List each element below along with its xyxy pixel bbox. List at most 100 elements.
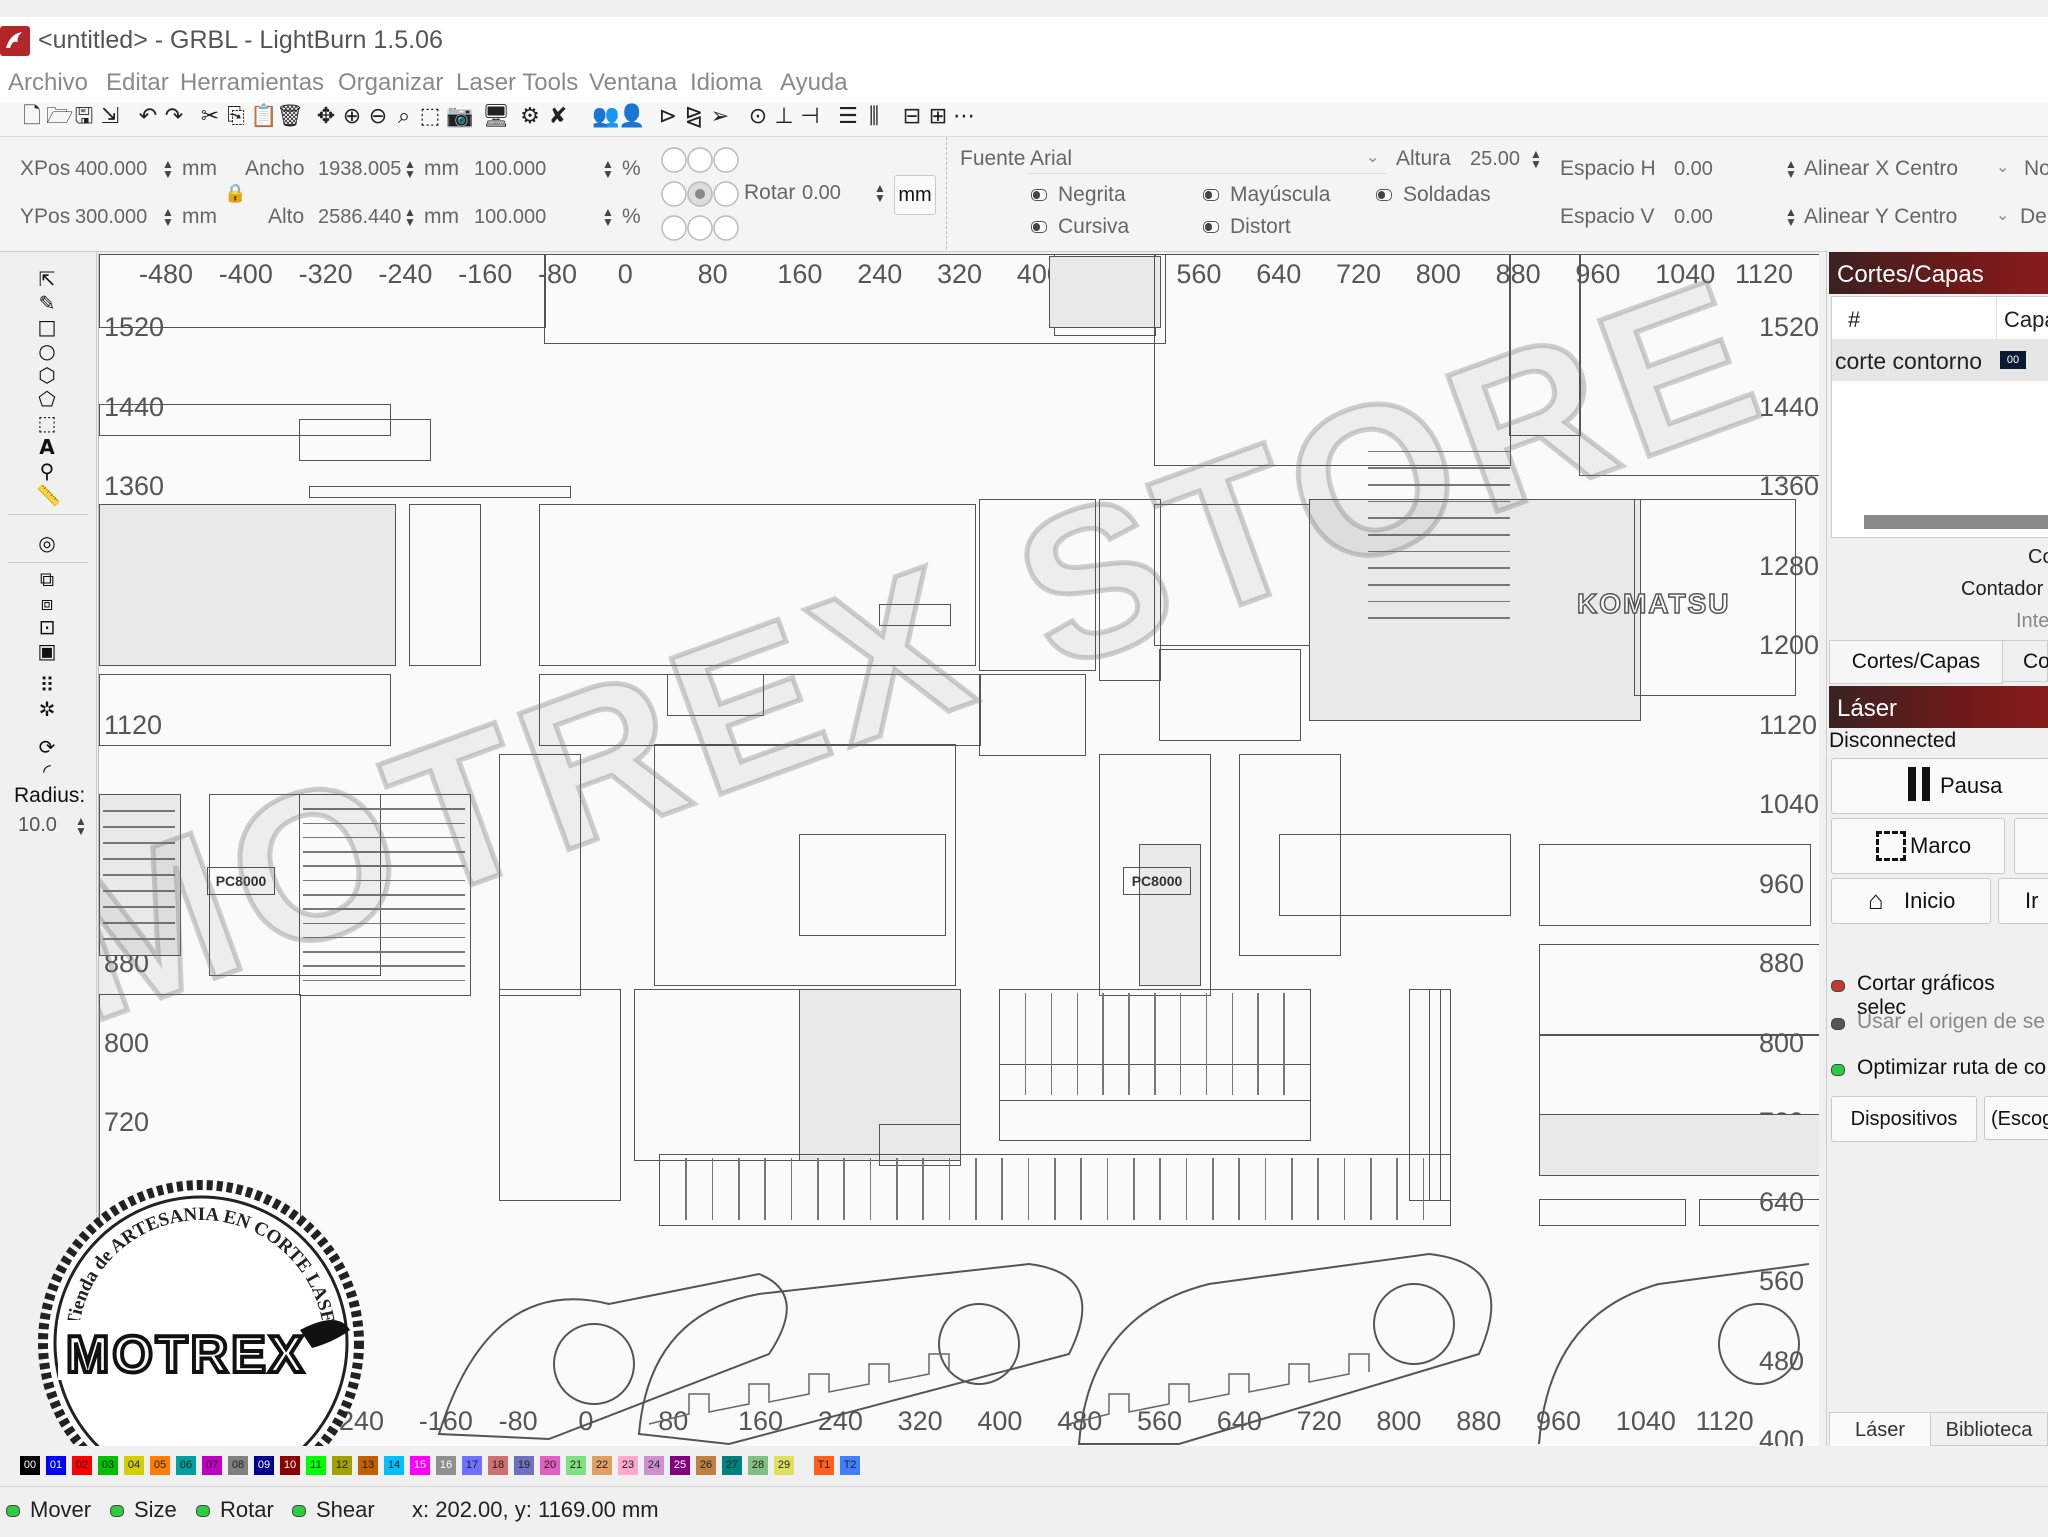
boolean-intersect-icon[interactable]: ⊡ bbox=[38, 615, 56, 639]
alto-field[interactable]: 2586.440 bbox=[318, 206, 402, 228]
rotar-spinner-icon[interactable]: ▲▼ bbox=[874, 181, 886, 205]
palette-swatch-16[interactable]: 16 bbox=[436, 1456, 456, 1475]
align-icon[interactable]: ⊥ bbox=[774, 104, 794, 129]
optimize-path-indicator[interactable] bbox=[1831, 1064, 1845, 1076]
measure-ruler-icon[interactable]: 📏 bbox=[36, 483, 61, 507]
palette-swatch-20[interactable]: 20 bbox=[540, 1456, 560, 1475]
palette-swatch-25[interactable]: 25 bbox=[670, 1456, 690, 1475]
design-canvas[interactable]: -480-400-320-240-160-8008016024032040048… bbox=[98, 254, 1819, 1446]
position-pin-icon[interactable]: ⚲ bbox=[39, 459, 55, 483]
flip-horizontal-icon[interactable]: ⊳ bbox=[658, 104, 678, 129]
palette-swatch-02[interactable]: 02 bbox=[72, 1456, 92, 1475]
copy-icon[interactable]: ⎘ bbox=[227, 104, 245, 129]
palette-swatch-28[interactable]: 28 bbox=[748, 1456, 768, 1475]
rotar-mode[interactable]: Rotar bbox=[220, 1497, 274, 1522]
distribute-icon[interactable]: ☰ bbox=[838, 104, 858, 129]
user-icon[interactable]: 👤 bbox=[618, 104, 646, 129]
palette-swatch-12[interactable]: 12 bbox=[332, 1456, 352, 1475]
ancho-spinner-icon[interactable]: ▲▼ bbox=[404, 157, 416, 181]
settings-gear-icon[interactable]: ⚙ bbox=[520, 104, 540, 129]
anchor-grid[interactable] bbox=[660, 143, 740, 245]
col-capa-header[interactable]: Capa bbox=[2004, 307, 2048, 332]
horizontal-scrollbar[interactable] bbox=[1864, 515, 2048, 529]
menu-ayuda[interactable]: Ayuda bbox=[780, 69, 848, 96]
align-x-select[interactable]: Alinear X Centro ⌄ bbox=[1802, 153, 2009, 183]
delete-icon[interactable]: 🗑 bbox=[276, 104, 304, 129]
extra-button[interactable] bbox=[2014, 818, 2048, 874]
home-button[interactable]: ⌂ Inicio bbox=[1831, 878, 1991, 924]
palette-swatch-06[interactable]: 06 bbox=[176, 1456, 196, 1475]
cut-selected-label[interactable]: Cortar gráficos selec bbox=[1857, 972, 1995, 1019]
use-origin-label[interactable]: Usar el origen de se bbox=[1857, 1010, 2045, 1033]
mayuscula-checkbox[interactable] bbox=[1203, 189, 1219, 201]
size-indicator[interactable] bbox=[110, 1505, 124, 1517]
export-icon[interactable]: ⇲ bbox=[100, 104, 120, 129]
espacio-h-spinner-icon[interactable]: ▲▼ bbox=[1785, 157, 1797, 181]
ypos-spinner-icon[interactable]: ▲▼ bbox=[162, 205, 174, 229]
goto-button[interactable]: Ir bbox=[1998, 878, 2048, 924]
grid-array-icon[interactable]: ⠿ bbox=[39, 673, 55, 697]
pause-button[interactable]: Pausa bbox=[1831, 758, 2048, 814]
palette-swatch-13[interactable]: 13 bbox=[358, 1456, 378, 1475]
palette-swatch-T1[interactable]: T1 bbox=[814, 1456, 834, 1475]
tab-cuts-layers[interactable]: Cortes/Capas bbox=[1829, 640, 2003, 684]
mover-indicator[interactable] bbox=[6, 1505, 20, 1517]
zoom-in-icon[interactable]: ⊕ bbox=[342, 104, 362, 129]
ancho-field[interactable]: 1938.005 bbox=[318, 158, 402, 180]
espacio-v-field[interactable]: 0.00 bbox=[1674, 206, 1713, 228]
palette-swatch-08[interactable]: 08 bbox=[228, 1456, 248, 1475]
scale-width-spinner-icon[interactable]: ▲▼ bbox=[602, 157, 614, 181]
size-mode[interactable]: Size bbox=[134, 1497, 177, 1522]
polygon-icon[interactable]: ⬡ bbox=[38, 363, 56, 387]
spacing-icon[interactable]: ⊞ bbox=[928, 104, 948, 129]
palette-swatch-27[interactable]: 27 bbox=[722, 1456, 742, 1475]
devices-button[interactable]: Dispositivos bbox=[1831, 1096, 1977, 1142]
palette-swatch-24[interactable]: 24 bbox=[644, 1456, 664, 1475]
redo-icon[interactable]: ↷ bbox=[164, 104, 184, 129]
arrange-icon[interactable]: ⊟ bbox=[902, 104, 922, 129]
rectangle-icon[interactable]: □ bbox=[37, 315, 57, 339]
soldadas-checkbox[interactable] bbox=[1376, 189, 1392, 201]
rotar-indicator[interactable] bbox=[196, 1505, 210, 1517]
menu-archivo[interactable]: Archivo bbox=[8, 69, 89, 96]
menu-organizar[interactable]: Organizar bbox=[338, 69, 444, 96]
boolean-union-icon[interactable]: ⧉ bbox=[39, 567, 55, 591]
palette-swatch-07[interactable]: 07 bbox=[202, 1456, 222, 1475]
lock-icon[interactable]: 🔒 bbox=[224, 183, 247, 203]
cut-icon[interactable]: ✂ bbox=[200, 104, 220, 129]
origin-target-icon[interactable]: ⊙ bbox=[748, 104, 768, 129]
align-right-icon[interactable]: ⊣ bbox=[800, 104, 820, 129]
scale-height-field[interactable]: 100.000 bbox=[474, 206, 547, 228]
palette-swatch-09[interactable]: 09 bbox=[254, 1456, 274, 1475]
ellipse-icon[interactable]: ○ bbox=[38, 339, 56, 363]
scale-width-field[interactable]: 100.000 bbox=[474, 158, 547, 180]
palette-swatch-05[interactable]: 05 bbox=[150, 1456, 170, 1475]
palette-swatch-11[interactable]: 11 bbox=[306, 1456, 326, 1475]
text-tool-icon[interactable]: A bbox=[39, 435, 55, 459]
alto-spinner-icon[interactable]: ▲▼ bbox=[404, 205, 416, 229]
grid-dots-icon[interactable]: ⋯ bbox=[953, 104, 975, 129]
send-icon[interactable]: ➢ bbox=[710, 104, 730, 129]
scale-height-spinner-icon[interactable]: ▲▼ bbox=[602, 205, 614, 229]
zoom-frame-icon[interactable]: ⬚ bbox=[419, 104, 441, 129]
menu-laser-tools[interactable]: Laser Tools bbox=[456, 69, 579, 96]
palette-swatch-00[interactable]: 00 bbox=[20, 1456, 40, 1475]
palette-swatch-26[interactable]: 26 bbox=[696, 1456, 716, 1475]
radius-spinner-icon[interactable]: ▲▼ bbox=[75, 814, 87, 838]
unit-toggle-button[interactable]: mm bbox=[894, 175, 936, 215]
shear-indicator[interactable] bbox=[292, 1505, 306, 1517]
negrita-checkbox[interactable] bbox=[1031, 189, 1047, 201]
optimize-path-label[interactable]: Optimizar ruta de co bbox=[1857, 1056, 2047, 1079]
new-file-icon[interactable]: 🗋 bbox=[23, 104, 41, 129]
save-icon[interactable]: 🖫 bbox=[74, 104, 94, 129]
cut-selected-indicator[interactable] bbox=[1831, 980, 1845, 992]
font-select[interactable]: Arial ⌄ bbox=[1028, 143, 1386, 174]
palette-swatch-03[interactable]: 03 bbox=[98, 1456, 118, 1475]
espacio-h-field[interactable]: 0.00 bbox=[1674, 158, 1713, 180]
tools-icon[interactable]: ✘ bbox=[548, 104, 568, 129]
altura-spinner-icon[interactable]: ▲▼ bbox=[1530, 147, 1542, 171]
palette-swatch-21[interactable]: 21 bbox=[566, 1456, 586, 1475]
layer-row[interactable]: corte contorno 00 bbox=[1832, 339, 2048, 381]
menu-editar[interactable]: Editar bbox=[106, 69, 169, 96]
truncated-field-2[interactable]: De bbox=[2020, 205, 2047, 228]
